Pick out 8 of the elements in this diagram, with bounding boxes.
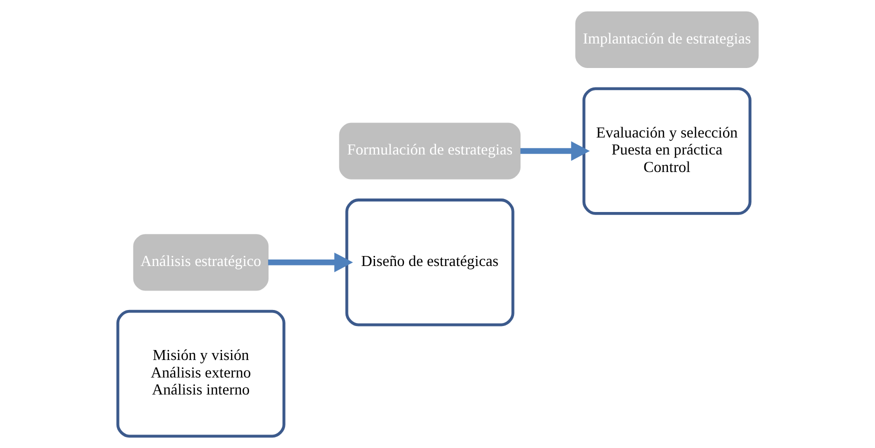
node-box: Diseño de estratégicas [344, 198, 514, 326]
node-box: Evaluación y selección Puesta en práctica Control [582, 87, 751, 215]
node-box: Formulación de estrategias [338, 122, 520, 180]
arrow [268, 252, 352, 272]
arrow [520, 141, 590, 161]
node-box: Análisis estratégico [132, 234, 268, 291]
node-box: Misión y visión Análisis externo Análisis interno [116, 310, 285, 438]
node-box: Implantación de estrategias [574, 11, 758, 68]
